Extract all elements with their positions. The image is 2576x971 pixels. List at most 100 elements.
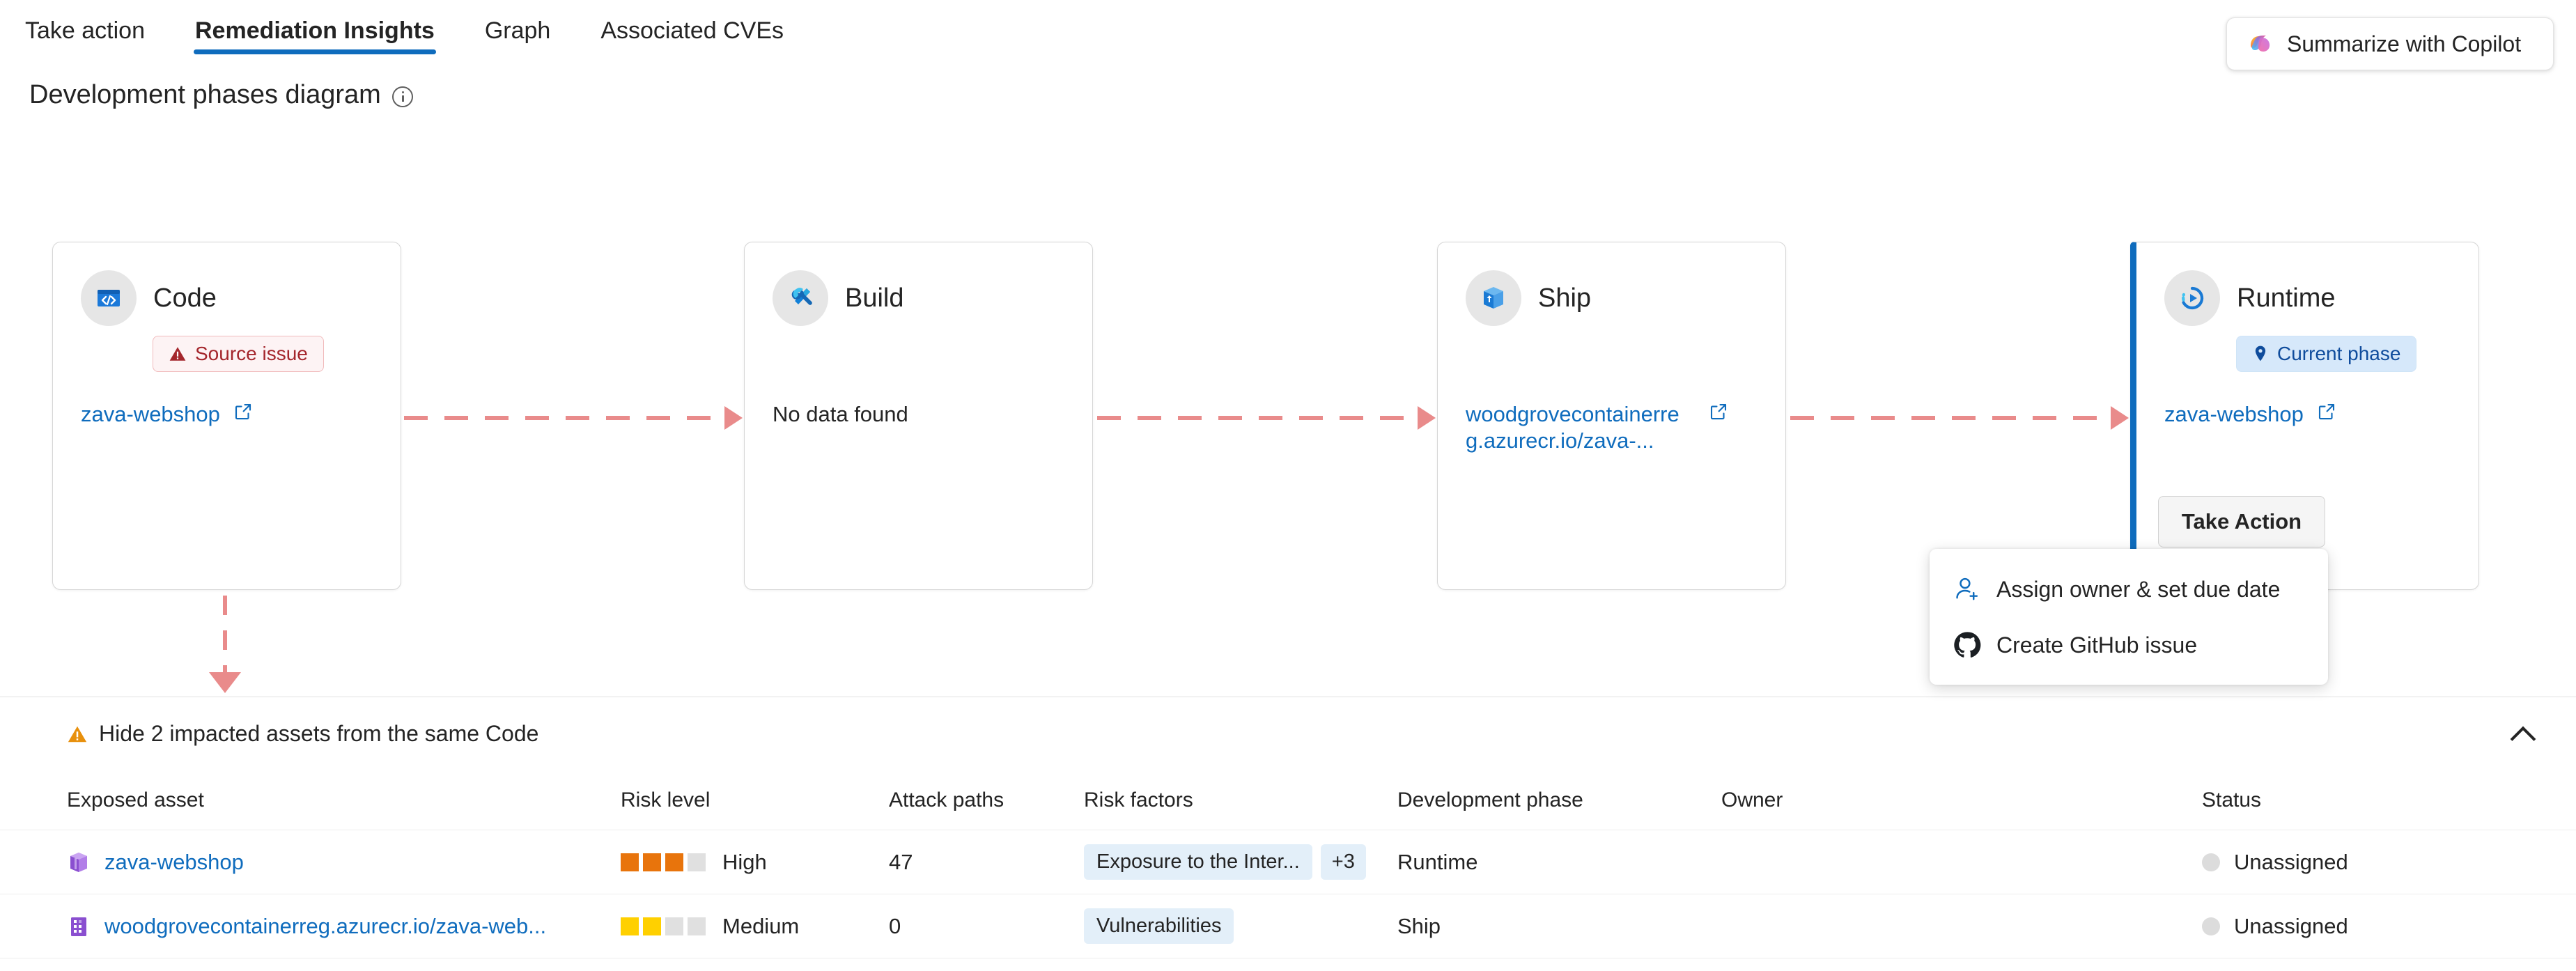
cell-risk-factors: Vulnerabilities (1084, 908, 1397, 944)
connector-code-to-assets (223, 596, 227, 679)
tools-icon (773, 270, 828, 326)
cell-status: Unassigned (2202, 850, 2494, 875)
risk-level-label: High (722, 849, 767, 874)
github-icon (1953, 631, 1981, 659)
tab-graph[interactable]: Graph (460, 0, 576, 61)
menu-item-label: Assign owner & set due date (1996, 576, 2281, 602)
asset-link[interactable]: zava-webshop (104, 849, 244, 874)
phase-card-code[interactable]: Code Source issue zava-webshop (52, 242, 401, 590)
tab-label: Take action (25, 17, 145, 44)
phase-asset-row: zava-webshop (2164, 401, 2455, 428)
connector-arrowhead (1418, 406, 1436, 430)
risk-factor-chip[interactable]: Vulnerabilities (1084, 908, 1234, 944)
phase-asset-row: woodgrovecontainerreg.azurecr.io/zava-..… (1466, 401, 1762, 454)
phase-name: Build (845, 283, 904, 313)
external-link-icon[interactable] (233, 401, 254, 422)
impacted-assets-toggle-label: Hide 2 impacted assets from the same Cod… (99, 721, 539, 746)
cell-status: Unassigned (2202, 914, 2494, 939)
person-add-icon (1953, 575, 1981, 603)
copilot-icon (2248, 31, 2273, 56)
risk-level-label: Medium (722, 913, 800, 938)
purple-box-icon (67, 850, 91, 874)
menu-item-assign-owner[interactable]: Assign owner & set due date (1930, 561, 2328, 617)
purple-registry-icon (67, 915, 91, 938)
phase-card-header: Build (745, 242, 1092, 326)
status-badge-current-phase: Current phase (2236, 336, 2417, 372)
take-action-button[interactable]: Take Action (2158, 496, 2325, 547)
impacted-assets-toggle[interactable]: Hide 2 impacted assets from the same Cod… (0, 697, 2576, 770)
section-header: Development phases diagram (29, 80, 413, 110)
code-window-icon (81, 270, 137, 326)
location-pin-icon (2252, 345, 2269, 363)
phase-asset-link[interactable]: zava-webshop (2164, 402, 2304, 426)
tab-bar: Take action Remediation Insights Graph A… (0, 0, 2576, 61)
development-phases-diagram: Code Source issue zava-webshop (52, 242, 2479, 693)
column-header-risk-factors: Risk factors (1084, 788, 1193, 811)
phase-name: Runtime (2237, 283, 2336, 313)
table-row[interactable]: zava-webshop High 47 Exposure to the Int… (0, 830, 2576, 894)
column-header-status: Status (2202, 788, 2262, 811)
phase-asset-link[interactable]: zava-webshop (81, 402, 220, 426)
warning-triangle-icon (169, 345, 187, 363)
tab-remediation-insights[interactable]: Remediation Insights (170, 0, 460, 61)
tab-take-action[interactable]: Take action (0, 0, 170, 61)
chevron-up-icon[interactable] (2511, 722, 2534, 746)
tab-associated-cves[interactable]: Associated CVEs (575, 0, 809, 61)
phase-name: Ship (1538, 283, 1592, 313)
connector-build-to-ship (1097, 416, 1431, 420)
asset-link[interactable]: woodgrovecontainerreg.azurecr.io/zava-we… (104, 913, 547, 938)
cell-risk-factors: Exposure to the Inter... +3 (1084, 844, 1397, 880)
cell-exposed-asset: woodgrovecontainerreg.azurecr.io/zava-we… (67, 914, 621, 939)
status-dot-icon (2202, 853, 2220, 871)
cell-risk-level: High (621, 850, 889, 875)
badge-label: Source issue (195, 343, 308, 364)
page-title: Development phases diagram (29, 80, 381, 109)
risk-factor-chip[interactable]: Exposure to the Inter... (1084, 844, 1312, 880)
tab-label: Remediation Insights (195, 17, 435, 44)
phase-card-header: Runtime (2136, 242, 2478, 326)
external-link-icon[interactable] (1708, 401, 1729, 422)
connector-arrowhead-down (209, 672, 241, 693)
info-icon[interactable] (391, 86, 413, 107)
package-box-icon (1466, 270, 1521, 326)
phase-name: Code (153, 283, 217, 313)
tab-label: Associated CVEs (600, 17, 784, 44)
cell-development-phase: Runtime (1397, 849, 1478, 874)
phase-card-ship[interactable]: Ship woodgrovecontainerreg.azurecr.io/za… (1437, 242, 1786, 590)
cell-risk-level: Medium (621, 914, 889, 939)
risk-level-bars (621, 917, 706, 935)
phase-card-build[interactable]: Build No data found (744, 242, 1093, 590)
phase-card-header: Code (53, 242, 401, 326)
phase-card-header: Ship (1438, 242, 1785, 326)
summarize-with-copilot-button[interactable]: Summarize with Copilot (2226, 17, 2554, 70)
impacted-assets-table: Exposed asset Risk level Attack paths Ri… (0, 770, 2576, 958)
menu-item-create-github-issue[interactable]: Create GitHub issue (1930, 617, 2328, 673)
external-link-icon[interactable] (2316, 401, 2337, 422)
column-header-development-phase: Development phase (1397, 788, 1583, 811)
connector-arrowhead (2111, 406, 2129, 430)
table-header-row: Exposed asset Risk level Attack paths Ri… (0, 770, 2576, 830)
take-action-menu: Assign owner & set due date Create GitHu… (1930, 549, 2328, 685)
cell-attack-paths: 47 (889, 849, 913, 874)
risk-level-bars (621, 853, 706, 871)
copilot-button-label: Summarize with Copilot (2287, 31, 2522, 56)
connector-code-to-build (404, 416, 738, 420)
badge-label: Current phase (2277, 343, 2401, 364)
column-header-exposed-asset: Exposed asset (67, 788, 204, 811)
column-header-attack-paths: Attack paths (889, 788, 1004, 811)
connector-ship-to-runtime (1790, 416, 2125, 420)
status-label: Unassigned (2234, 849, 2348, 874)
column-header-risk-level: Risk level (621, 788, 711, 811)
column-header-owner: Owner (1721, 788, 1783, 811)
status-dot-icon (2202, 917, 2220, 935)
phase-asset-link[interactable]: woodgrovecontainerreg.azurecr.io/zava-..… (1466, 402, 1679, 453)
table-row[interactable]: woodgrovecontainerreg.azurecr.io/zava-we… (0, 894, 2576, 958)
cell-exposed-asset: zava-webshop (67, 850, 621, 875)
warning-triangle-icon (67, 724, 88, 745)
runtime-play-icon (2164, 270, 2220, 326)
connector-arrowhead (724, 406, 743, 430)
phase-empty-text: No data found (773, 402, 908, 426)
status-badge-source-issue: Source issue (153, 336, 324, 372)
risk-factor-more-chip[interactable]: +3 (1320, 844, 1366, 880)
phase-empty-row: No data found (773, 401, 1069, 428)
